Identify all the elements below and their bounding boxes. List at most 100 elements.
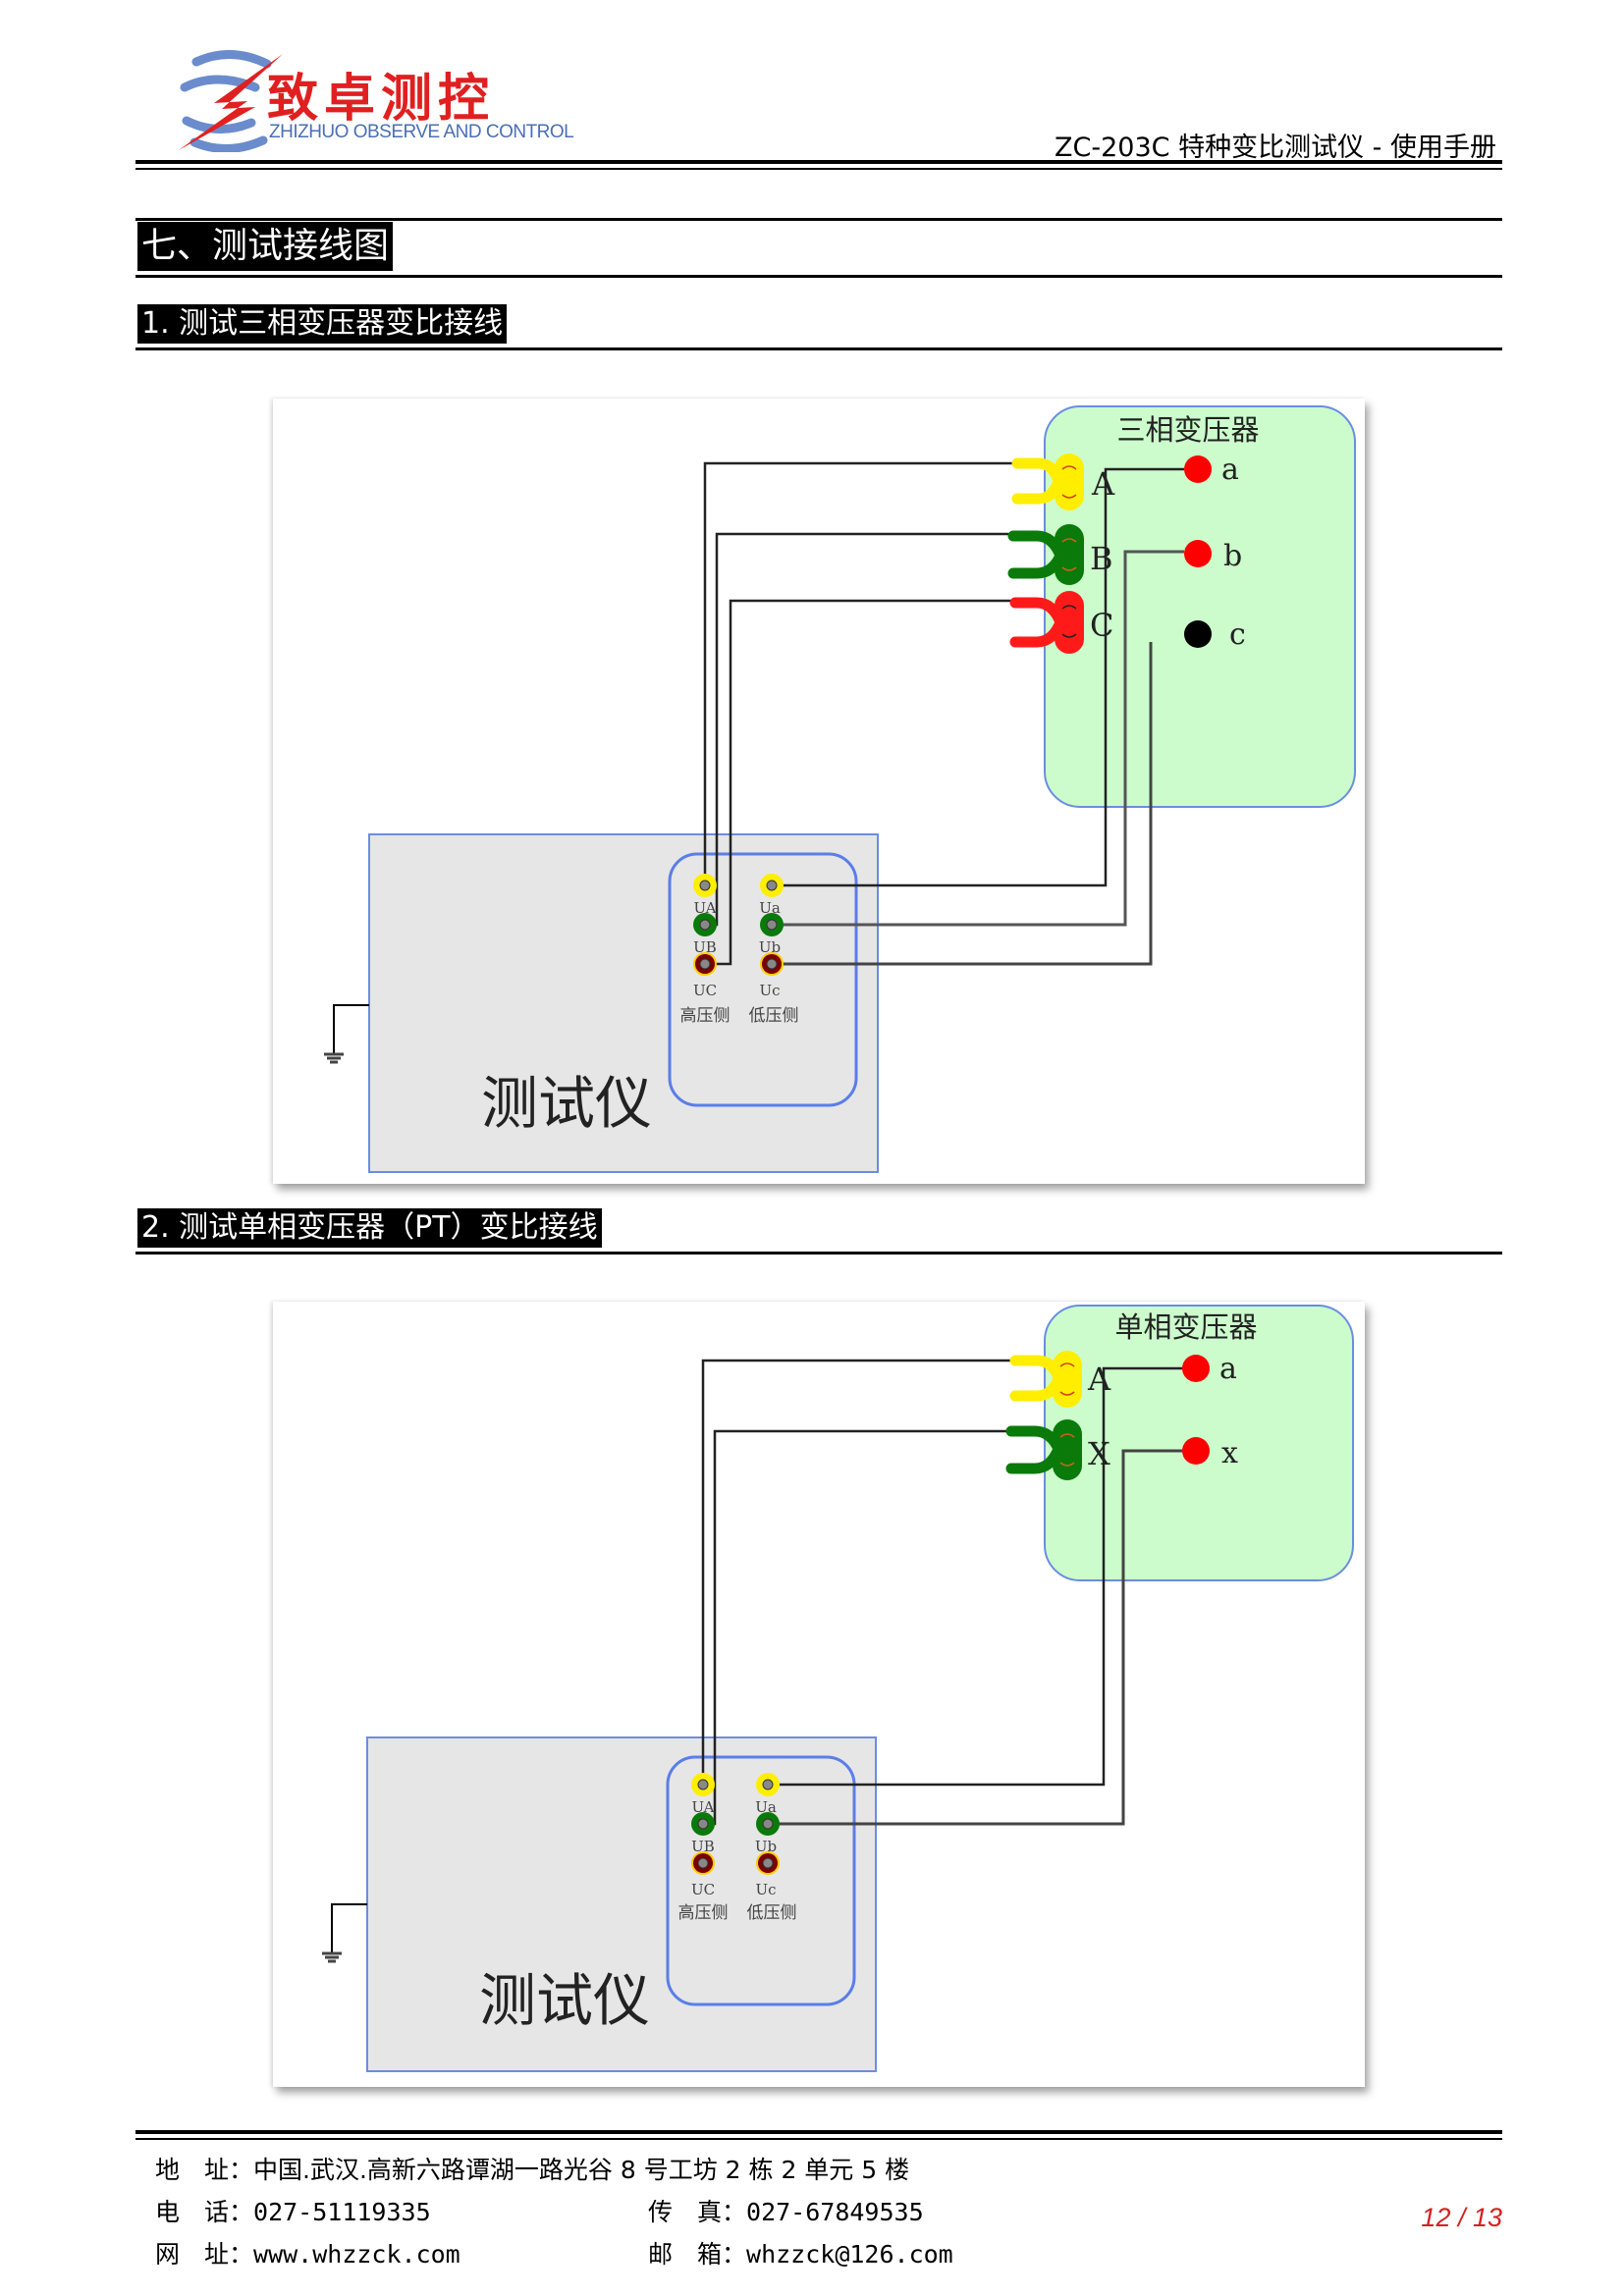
jack-label-UB: UB [693, 938, 717, 956]
jack-Uc-icon [756, 1851, 780, 1875]
jack-label-UA: UA [691, 1798, 714, 1816]
jack-UA-icon [691, 1773, 715, 1796]
email-link[interactable]: whzzck@126.com [746, 2240, 953, 2269]
wire-UA-A [701, 1359, 1027, 1785]
wire-Ub-x [768, 1449, 1184, 1826]
terminal-label-x: x [1221, 1436, 1238, 1470]
company-logo [179, 49, 283, 152]
footer-fax: 传 真：027-67849535 [648, 2193, 924, 2228]
clamp-B-icon [1007, 524, 1084, 585]
transformer-title: 三相变压器 [1116, 413, 1259, 447]
terminal-label-X: X [1088, 1435, 1110, 1472]
subsection-title-2: 2. 测试单相变压器（PT）变比接线 [137, 1208, 602, 1248]
jack-UA-icon [693, 874, 717, 897]
jack-label-UC: UC [691, 1881, 715, 1898]
terminal-label-A: A [1087, 1361, 1111, 1398]
subsection-rule-2 [135, 1252, 1502, 1255]
document-title: ZC-203C 特种变比测试仪 - 使用手册 [1055, 133, 1496, 163]
wiring-diagram-three-phase: 三相变压器 测试仪 A B [273, 399, 1365, 1184]
jack-Ua-icon [756, 1773, 780, 1796]
jack-UB-icon [693, 913, 717, 936]
transformer-title: 单相变压器 [1114, 1310, 1257, 1344]
web-key: 网 址： [155, 2240, 254, 2269]
header-rule-thick [135, 160, 1502, 164]
terminal-a-icon [1182, 1355, 1210, 1382]
footer-rule-thin [135, 2138, 1502, 2140]
wire-Uc-c [772, 642, 1153, 966]
side-label-hv: 高压侧 [678, 1903, 729, 1923]
wire-Ua-a [768, 1366, 1184, 1787]
section-rule-bottom [135, 275, 1502, 278]
jack-UB-icon [691, 1812, 715, 1836]
jack-label-Ua: Ua [759, 899, 781, 917]
jack-label-UB: UB [691, 1838, 715, 1855]
jack-Ua-icon [760, 874, 784, 897]
side-label-hv: 高压侧 [680, 1006, 731, 1026]
page-number: 12 / 13 [1421, 2203, 1502, 2232]
jack-label-UC: UC [693, 982, 717, 999]
terminal-label-c: c [1229, 617, 1246, 652]
footer-web: 网 址：www.whzzck.com [155, 2235, 460, 2270]
terminal-label-b: b [1223, 539, 1242, 573]
brand-name-en: ZHIZHUO OBSERVE AND CONTROL [269, 122, 574, 142]
terminal-c-icon [1184, 620, 1212, 648]
instrument-label: 测试仪 [479, 1967, 650, 2034]
instrument-label: 测试仪 [481, 1070, 652, 1137]
jack-panel [668, 852, 858, 1107]
subsection-title-1: 1. 测试三相变压器变比接线 [137, 304, 508, 344]
terminal-x-icon [1182, 1437, 1210, 1465]
instrument-box [366, 1736, 877, 2072]
subsection-rule-1 [135, 347, 1502, 350]
jack-label-Uc: Uc [759, 982, 780, 999]
terminal-label-a: a [1221, 453, 1239, 487]
footer-address: 地 址：中国.武汉.高新六路谭湖一路光谷 8 号工坊 2 栋 2 单元 5 楼 [155, 2151, 909, 2186]
clamp-C-icon [1009, 591, 1084, 654]
clamp-A-icon [1009, 1351, 1082, 1408]
section-title: 七、测试接线图 [137, 222, 394, 271]
phone-key: 电 话： [155, 2198, 254, 2226]
email-key: 邮 箱： [648, 2240, 747, 2269]
jack-label-Ub: Ub [759, 938, 781, 956]
jack-label-Ub: Ub [755, 1838, 777, 1855]
footer-rule-thick [135, 2130, 1502, 2134]
instrument-box [368, 833, 879, 1173]
jack-label-Ua: Ua [755, 1798, 777, 1816]
terminal-b-icon [1184, 540, 1212, 567]
header-rule-thin [135, 168, 1502, 170]
address-value: 中国.武汉.高新六路谭湖一路光谷 8 号工坊 2 栋 2 单元 5 楼 [253, 2156, 910, 2184]
clamp-A-icon [1011, 454, 1084, 510]
fax-key: 传 真： [648, 2198, 747, 2226]
web-link[interactable]: www.whzzck.com [253, 2240, 460, 2269]
terminal-label-a: a [1219, 1352, 1237, 1386]
jack-Uc-icon [760, 952, 784, 976]
terminal-label-B: B [1090, 540, 1113, 577]
side-label-lv: 低压侧 [749, 1006, 799, 1026]
ground-icon [322, 1903, 367, 1963]
jack-label-UA: UA [693, 899, 716, 917]
jack-UC-icon [691, 1851, 715, 1875]
footer-email: 邮 箱：whzzck@126.com [648, 2235, 953, 2270]
jack-label-Uc: Uc [755, 1881, 776, 1898]
logo-mark-icon [179, 49, 283, 152]
jack-panel [666, 1755, 856, 2006]
section-rule-top [135, 218, 1502, 221]
jack-Ub-icon [760, 913, 784, 936]
footer-phone: 电 话：027-51119335 [155, 2193, 431, 2228]
side-label-lv: 低压侧 [747, 1903, 797, 1923]
terminal-a-icon [1184, 455, 1212, 483]
jack-Ub-icon [756, 1812, 780, 1836]
wire-UC-C [705, 599, 1024, 966]
terminal-label-C: C [1090, 607, 1113, 644]
brand-name-cn: 致卓测控 [267, 70, 496, 129]
fax-value: 027-67849535 [746, 2198, 924, 2226]
ground-icon [324, 1004, 369, 1064]
wiring-diagram-single-phase: 单相变压器 测试仪 A X a x UA [273, 1302, 1365, 2087]
clamp-X-icon [1005, 1419, 1082, 1480]
wire-UA-A [703, 461, 1029, 885]
jack-UC-icon [693, 952, 717, 976]
wire-Ua-a [772, 467, 1184, 887]
terminal-label-A: A [1091, 465, 1115, 503]
address-key: 地 址： [155, 2156, 254, 2184]
phone-value: 027-51119335 [253, 2198, 431, 2226]
wire-Ub-b [772, 550, 1184, 927]
